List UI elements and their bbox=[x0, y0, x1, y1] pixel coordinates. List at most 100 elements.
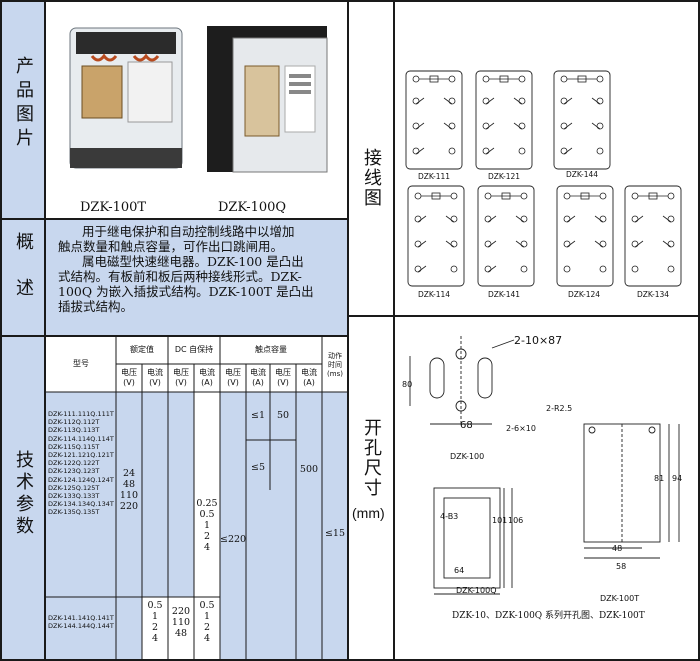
list-item: DZK-114.114Q.114T bbox=[48, 434, 114, 443]
list-item: DZK-112Q.112T bbox=[48, 418, 100, 427]
dim-101: 101 bbox=[492, 516, 508, 525]
th-model: 型号 bbox=[73, 359, 89, 368]
dim-2x6x10: 2-6×10 bbox=[506, 424, 536, 433]
list-item: DZK-141.141Q.141T bbox=[48, 614, 114, 622]
sub-contact-v: 电压(V) bbox=[225, 368, 241, 387]
cutout-unit: (mm) bbox=[352, 505, 385, 521]
contact-v-50: 50 bbox=[276, 410, 290, 421]
contact-v-le5: ≤5 bbox=[250, 462, 265, 473]
list-item: DZK-144.144Q.144T bbox=[48, 622, 114, 631]
photo-caption-right: DZK-100Q bbox=[218, 200, 287, 215]
th-action-l3: (ms) bbox=[327, 370, 343, 378]
wiring-label-dzk141: DZK-141 bbox=[488, 290, 521, 299]
cap-dzk100: DZK-100 bbox=[450, 452, 485, 461]
overview-section-label: 概述 bbox=[13, 232, 34, 324]
sub-contact-v2: 电压(V) bbox=[275, 368, 291, 387]
dim-68: 68 bbox=[460, 420, 473, 431]
wiring-label-dzk124: DZK-124 bbox=[568, 290, 601, 299]
dim-2x10x87: 2-10×87 bbox=[514, 334, 563, 347]
wiring-label-dzk111: DZK-111 bbox=[418, 172, 451, 181]
list-item: DZK-113Q.113T bbox=[48, 426, 100, 435]
cap-dzk100t: DZK-100T bbox=[600, 594, 640, 603]
wiring-label-dzk121: DZK-121 bbox=[488, 172, 521, 181]
cutout-label-cell bbox=[348, 316, 394, 660]
relay-photo-dzk100t bbox=[69, 27, 183, 169]
photo-label-cell bbox=[1, 1, 45, 219]
col-model-bg bbox=[46, 392, 116, 659]
overview-p2-l3: 100Q 为嵌入插拔式结构。DZK-100T 是凸出 bbox=[58, 284, 314, 299]
sub-hold-v: 电压(V) bbox=[173, 368, 189, 387]
list-item: DZK-135Q.135T bbox=[48, 508, 100, 517]
models-group1: DZK-111.111Q.111T DZK-112Q.112T DZK-113Q… bbox=[48, 410, 116, 517]
wiring-label-dzk114: DZK-114 bbox=[418, 290, 451, 299]
cutout-panel bbox=[394, 316, 699, 660]
dim-81: 81 bbox=[654, 474, 665, 483]
list-item: DZK-121.121Q.121T bbox=[48, 451, 114, 460]
overview-panel bbox=[45, 219, 348, 336]
wiring-label-dzk134: DZK-134 bbox=[637, 290, 670, 299]
sub-contact-a: 电流(A) bbox=[250, 368, 266, 387]
col-contact-v-bg bbox=[220, 392, 246, 659]
th-action-l2: 时间 bbox=[328, 361, 342, 369]
action-time: ≤15 bbox=[324, 528, 346, 539]
wiring-label-cell bbox=[348, 1, 394, 316]
list-item: DZK-122Q.122T bbox=[48, 459, 100, 468]
sub-contact-a2: 电流(A) bbox=[301, 368, 317, 387]
col-hold-v-bg bbox=[168, 392, 194, 597]
list-item: DZK-125Q.125T bbox=[48, 483, 100, 492]
wiring-section-label: 接线图 bbox=[361, 148, 382, 208]
sub-rated-a: 电流(V) bbox=[147, 368, 163, 387]
contact-a-500: 500 bbox=[299, 464, 319, 475]
cap-dzk100q: DZK-100Q bbox=[456, 586, 497, 595]
sub-rated-v: 电压(V) bbox=[121, 368, 137, 387]
col-rated-v-bg bbox=[116, 392, 142, 659]
list-item: DZK-133Q.133T bbox=[48, 492, 100, 501]
relay-photo-dzk100q bbox=[207, 26, 328, 173]
dim-4b3: 4-B3 bbox=[440, 512, 459, 521]
col-action-bg bbox=[322, 392, 347, 659]
th-contact: 触点容量 bbox=[255, 345, 287, 354]
list-item: DZK-115Q.115T bbox=[48, 442, 100, 451]
overview-p2-l4: 插拔式结构。 bbox=[58, 299, 134, 314]
wiring-diagrams bbox=[405, 70, 682, 287]
dim-58: 58 bbox=[616, 562, 627, 571]
overview-p2-l1: 属电磁型快速继电器。DZK-100 是凸出 bbox=[82, 254, 304, 269]
cutout-drawings bbox=[409, 336, 680, 595]
col-contact-v2-bg bbox=[270, 392, 296, 659]
list-item: DZK-123Q.123T bbox=[48, 467, 100, 476]
params-label-cell bbox=[1, 336, 45, 660]
wiring-panel bbox=[394, 1, 699, 316]
dim-48: 48 bbox=[612, 544, 623, 553]
photo-section-label: 产品图片 bbox=[13, 56, 34, 152]
overview-text: 用于继电保护和自动控制线路中以增加 触点数量和触点容量，可作出口跳闸用。 属电磁… bbox=[58, 224, 343, 314]
params-section-label: 技术参数 bbox=[13, 450, 34, 538]
cutout-footer: DZK-10、DZK-100Q 系列开孔图、DZK-100T bbox=[452, 611, 645, 621]
th-dc-hold: DC 自保持 bbox=[174, 345, 214, 354]
dim-64: 64 bbox=[454, 566, 465, 575]
col-contact-a-bg bbox=[246, 392, 270, 659]
wiring-label-dzk144: DZK-144 bbox=[566, 170, 599, 179]
list-item: DZK-124.124Q.124T bbox=[48, 475, 114, 484]
cutout-section-label: 开孔尺寸 bbox=[361, 418, 382, 498]
overview-p2-l2: 式结构。有板前和板后两种接线形式。DZK- bbox=[58, 269, 302, 284]
dim-94: 94 bbox=[672, 474, 683, 483]
overview-p1-l1: 用于继电保护和自动控制线路中以增加 bbox=[82, 224, 295, 239]
dim-106: 106 bbox=[508, 516, 524, 525]
overview-label-cell bbox=[1, 219, 45, 336]
col-contact-a2-bg bbox=[296, 392, 322, 659]
models-group2: DZK-141.141Q.141T DZK-144.144Q.144T bbox=[48, 614, 116, 630]
th-rated: 额定值 bbox=[130, 345, 154, 354]
col-rated-a-bg bbox=[142, 392, 168, 597]
list-item: DZK-111.111Q.111T bbox=[48, 410, 114, 418]
photo-caption-left: DZK-100T bbox=[80, 200, 147, 215]
list-item: DZK-134.134Q.134T bbox=[48, 500, 114, 509]
contact-v-220: ≤220 bbox=[220, 534, 247, 545]
contact-v-le1: ≤1 bbox=[250, 410, 265, 421]
overview-p1-l2: 触点数量和触点容量，可作出口跳闸用。 bbox=[58, 239, 284, 254]
sub-hold-a: 电流(A) bbox=[199, 368, 215, 387]
